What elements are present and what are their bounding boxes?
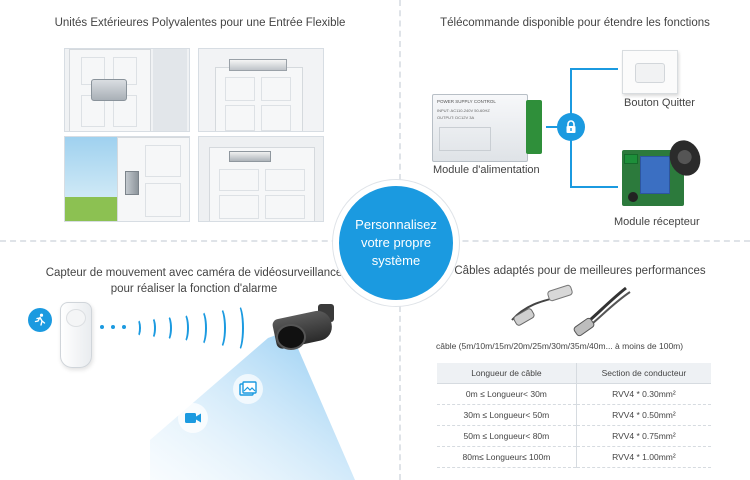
door-photo-rim-lock [64, 48, 190, 132]
signal-wave [148, 317, 156, 339]
cctv-camera [271, 304, 342, 350]
camera-view-cone [150, 330, 355, 480]
cable-length-cell: 80m≤ Longueur≤ 100m [437, 446, 577, 468]
power-supply-module: POWER SUPPLY CONTROL INPUT: AC110-240V 5… [432, 94, 528, 162]
table-header-row: Longueur de câble Section de conducteur [437, 363, 711, 384]
power-module-label: Module d'alimentation [433, 164, 540, 176]
lock-icon [557, 113, 585, 141]
door-photo-magnetic-lock [198, 48, 324, 132]
conductor-section-cell: RVV4 * 0.30mm² [576, 383, 711, 405]
table-row: 0m ≤ Longueur< 30m RVV4 * 0.30mm² [437, 383, 711, 405]
receiver-module-label: Module récepteur [614, 216, 700, 228]
exit-button-device [622, 50, 678, 94]
motion-title-line-2: pour réaliser la fonction d'alarme [110, 283, 278, 295]
customize-system-hub: Personnalisez votre propre système [333, 180, 459, 306]
door-photo-strike-lock [64, 136, 190, 222]
conductor-section-cell: RVV4 * 0.50mm² [576, 404, 711, 426]
conductor-section-cell: RVV4 * 1.00mm² [576, 446, 711, 468]
signal-wave [134, 319, 141, 337]
signal-wave [214, 307, 226, 349]
signal-dot [100, 325, 104, 329]
connector-line-bottom [570, 186, 618, 188]
cable-image [511, 284, 631, 337]
running-person-icon [28, 308, 52, 332]
power-terminal-block [526, 100, 542, 154]
table-row: 80m≤ Longueur≤ 100m RVV4 * 1.00mm² [437, 446, 711, 468]
divider-vertical-top [399, 0, 401, 180]
signal-wave [163, 315, 172, 341]
signal-wave [232, 304, 244, 352]
power-box-line-2: INPUT: AC110-240V 50-60HZ [437, 108, 490, 113]
cable-lengths-note: câble (5m/10m/15m/20m/25m/30m/35m/40m...… [436, 341, 684, 351]
door-photo-drop-bolt [198, 136, 324, 222]
conductor-section-cell: RVV4 * 0.75mm² [576, 425, 711, 447]
motion-sensor-device [60, 302, 92, 368]
signal-wave [196, 310, 207, 346]
signal-wave [179, 313, 189, 343]
table-row: 50m ≤ Longueur< 80m RVV4 * 0.75mm² [437, 425, 711, 447]
column-header: Longueur de câble [437, 363, 577, 384]
image-icon [233, 374, 263, 404]
power-box-line-3: OUTPUT: DC12V 3A [437, 115, 475, 120]
power-box-line-1: POWER SUPPLY CONTROL [437, 99, 496, 104]
video-camera-icon [178, 403, 208, 433]
cable-spec-table: Longueur de câble Section de conducteur … [437, 363, 711, 468]
cable-length-cell: 50m ≤ Longueur< 80m [437, 425, 577, 447]
table-row: 30m ≤ Longueur< 50m RVV4 * 0.50mm² [437, 404, 711, 426]
cables-title: Câbles adaptés pour de meilleures perfor… [454, 265, 706, 277]
column-header: Section de conducteur [576, 363, 711, 384]
signal-dot [111, 325, 115, 329]
hub-text: Personnalisez votre propre système [355, 217, 437, 268]
remote-title: Télécommande disponible pour étendre les… [440, 17, 710, 29]
cable-length-cell: 0m ≤ Longueur< 30m [437, 383, 577, 405]
cable-length-cell: 30m ≤ Longueur< 50m [437, 404, 577, 426]
connector-line-top [570, 68, 618, 70]
motion-title-line-1: Capteur de mouvement avec caméra de vidé… [45, 267, 343, 279]
exit-button-label: Bouton Quitter [624, 97, 695, 109]
signal-dot [122, 325, 126, 329]
divider-vertical-bottom [399, 306, 401, 480]
receiver-module-device [622, 150, 684, 206]
outdoor-units-title: Unités Extérieures Polyvalentes pour une… [54, 17, 346, 29]
